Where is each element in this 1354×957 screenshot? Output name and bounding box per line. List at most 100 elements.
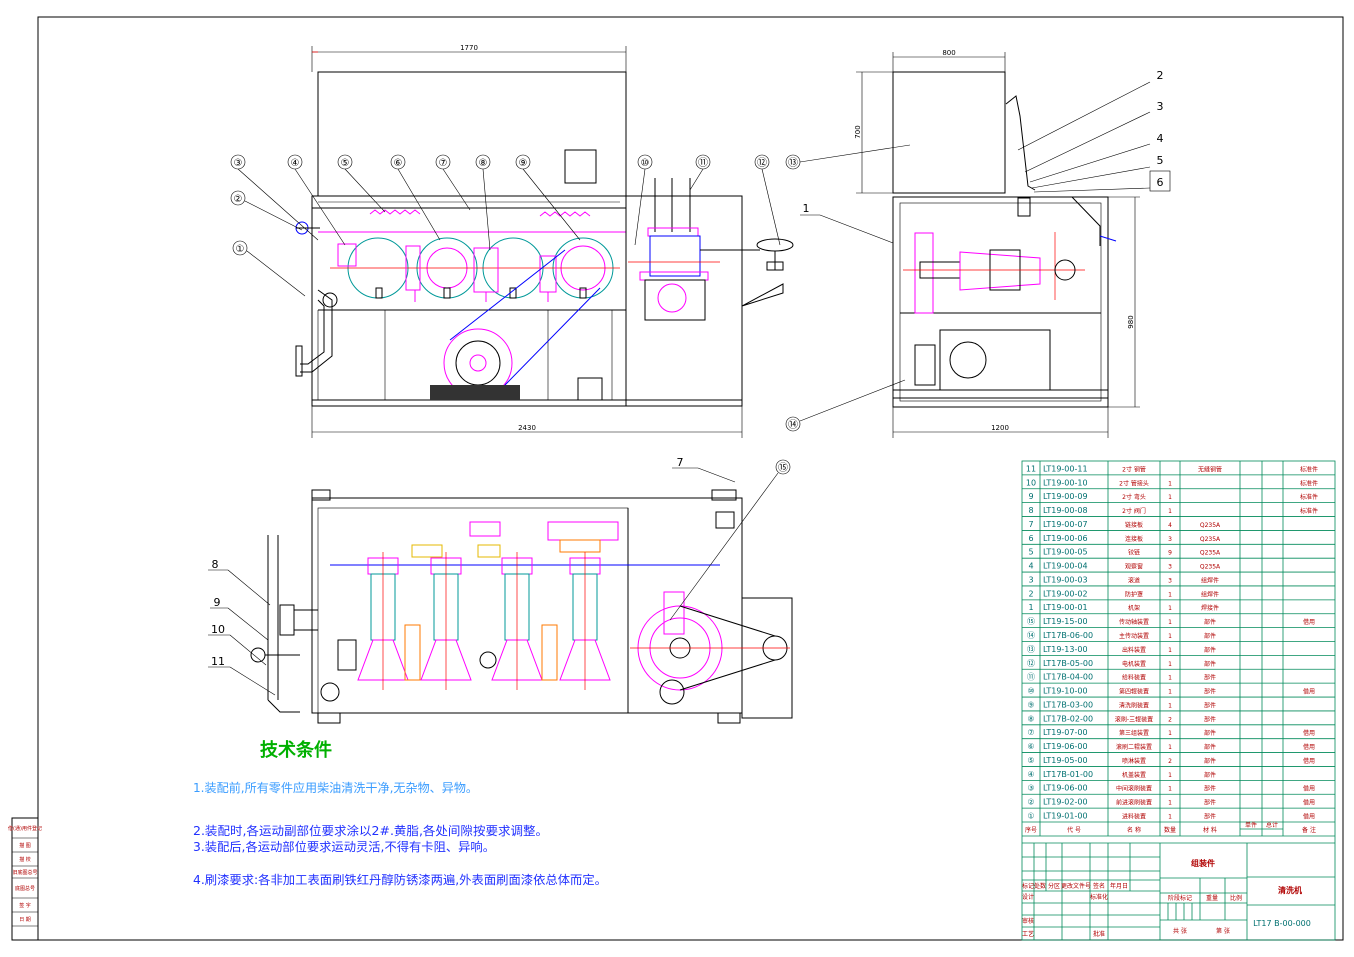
brush-unit xyxy=(491,552,543,690)
title-block: 标记 处数 分区 更改文件号 签名 年月日 设计 标准化 审核 工艺 批准 组装… xyxy=(1022,842,1335,940)
bom-name: 2寸 弯头 xyxy=(1122,493,1146,501)
bom-name: 清洗刷装置 xyxy=(1119,701,1149,709)
side-dimension-upper-label: 700 xyxy=(854,125,862,138)
bom-material: 组焊件 xyxy=(1201,576,1219,584)
side-column-label: 借(通)用件登记 xyxy=(8,825,42,832)
bom-no: ⑥ xyxy=(1027,742,1034,751)
bom-code: LT19-00-06 xyxy=(1043,534,1088,543)
side-dimension-depth-label: 1200 xyxy=(991,424,1009,432)
bom-no: 1 xyxy=(1028,603,1033,612)
bom-header-remark: 备 注 xyxy=(1302,826,1316,834)
bom-code: LT19-00-07 xyxy=(1043,520,1088,529)
plan-view: 7 ⑮ 8 9 10 11 xyxy=(208,456,793,724)
part-number-label: 5 xyxy=(1157,154,1164,167)
bom-no: 3 xyxy=(1028,575,1033,584)
balloon: ⑭ xyxy=(788,419,798,431)
bom-material: 部件 xyxy=(1204,729,1216,737)
bom-remark: 借用 xyxy=(1303,757,1315,765)
tech-requirement-item: 3.装配后,各运动部位要求运动灵活,不得有卡阻、异响。 xyxy=(193,839,495,854)
side-column: 借(通)用件登记 描 图 描 校 旧底图总号 底图总号 签 字 日 期 xyxy=(8,817,42,941)
bom-name: 第四辊装置 xyxy=(1119,688,1149,696)
transmission xyxy=(628,178,760,321)
balloon: ⑫ xyxy=(757,157,767,169)
bom-material: 焊接件 xyxy=(1201,604,1219,612)
side-column-label: 描 校 xyxy=(19,856,31,863)
bom-no: 9 xyxy=(1028,492,1033,501)
bom-no: 11 xyxy=(1026,464,1036,473)
part-number-label: 7 xyxy=(677,456,684,469)
bom-code: LT17B-06-00 xyxy=(1043,631,1093,640)
handwheel xyxy=(756,238,794,271)
bom-remark: 借用 xyxy=(1303,799,1315,807)
bom-name: 前进滚刷装置 xyxy=(1116,799,1152,807)
bom-no: 4 xyxy=(1028,562,1033,571)
front-view: 1770 xyxy=(230,44,794,438)
bom-remark: 标准件 xyxy=(1300,493,1318,501)
part-number-label: 10 xyxy=(211,623,225,636)
tech-requirement-item: 1.装配前,所有零件应用柴油清洗干净,无杂物、异物。 xyxy=(193,780,478,795)
plan-balloons: 7 ⑮ 8 9 10 11 xyxy=(208,456,791,696)
bom-code: LT19-07-00 xyxy=(1043,728,1088,737)
base-frame xyxy=(311,399,743,407)
balloon: ③ xyxy=(234,158,243,169)
side-column-label: 签 字 xyxy=(19,902,31,909)
front-dimension-width-label: 1770 xyxy=(460,44,478,52)
bom-qty: 1 xyxy=(1168,494,1172,501)
bom-column-lines xyxy=(1022,461,1335,837)
bom-no: ⑫ xyxy=(1027,659,1035,668)
bom-code: LT17B-02-00 xyxy=(1043,714,1093,723)
bom-name: 机盖装置 xyxy=(1122,771,1146,779)
bom-no: ⑦ xyxy=(1027,728,1034,737)
bom-remark: 借用 xyxy=(1303,688,1315,696)
bom-remark: 借用 xyxy=(1303,785,1315,793)
bom-name: 出料装置 xyxy=(1122,646,1146,654)
bom-qty: 3 xyxy=(1168,536,1172,543)
upper-tank xyxy=(317,71,627,197)
front-dimension-total: 2430 xyxy=(311,406,743,438)
bom-header: 序号 代 号 名 称 数量 材 料 单件 总计 备 注 xyxy=(1025,821,1316,834)
bom-no: ⑤ xyxy=(1027,756,1034,765)
bom-no: ⑩ xyxy=(1027,687,1034,696)
bom-name: 2寸 阀门 xyxy=(1122,507,1146,515)
bom-qty: 1 xyxy=(1168,605,1172,612)
machine-name: 清洗机 xyxy=(1278,885,1302,895)
bom-name: 链接板 xyxy=(1125,521,1143,529)
bom-code: LT17B-01-00 xyxy=(1043,770,1093,779)
bom-name: 2寸 钢管 xyxy=(1122,465,1146,473)
balloon: ⑥ xyxy=(394,158,403,169)
bom-material: 部件 xyxy=(1204,785,1216,793)
sheet-border xyxy=(37,16,1344,941)
bom-qty: 2 xyxy=(1168,716,1172,723)
balloon: ⑧ xyxy=(479,158,488,169)
bom-remark: 借用 xyxy=(1303,618,1315,626)
side-dimension-depth: 1200 xyxy=(892,407,1109,438)
revision-header: 处数 xyxy=(1034,882,1046,890)
balloon: ④ xyxy=(291,158,300,169)
plan-brush-units xyxy=(337,552,611,690)
brush-supports xyxy=(337,243,557,302)
part-number-label: 2 xyxy=(1157,69,1164,82)
bom-remark: 借用 xyxy=(1303,743,1315,751)
bom-material: 部件 xyxy=(1204,771,1216,779)
bom-material: 部件 xyxy=(1204,646,1216,654)
part-number-label: 9 xyxy=(214,596,221,609)
sheet-index: 第 张 xyxy=(1216,927,1230,935)
tech-requirements: 技术条件 1.装配前,所有零件应用柴油清洗干净,无杂物、异物。 2.装配时,各运… xyxy=(193,739,607,887)
bom-material: 部件 xyxy=(1204,632,1216,640)
bom-material: Q235A xyxy=(1200,522,1221,529)
bom-header-material: 材 料 xyxy=(1203,826,1217,834)
bom-material: 部件 xyxy=(1204,743,1216,751)
